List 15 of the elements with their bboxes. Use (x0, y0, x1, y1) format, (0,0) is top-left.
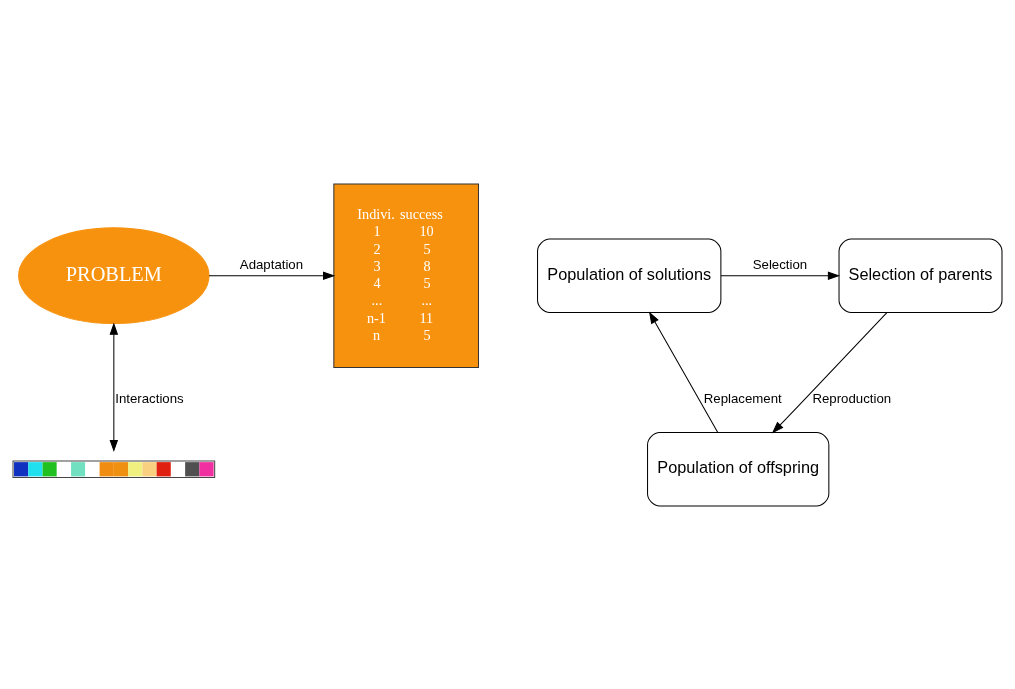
node-box: Indivi. success 1 10 2 5 3 8 4 5 ... ... n-1 11 n 5 (333, 183, 479, 368)
node-ellipse: PROBLEM (18, 226, 210, 324)
edge-label: Interactions (115, 390, 184, 406)
edge-label: Selection (752, 256, 808, 272)
node-box: Population of offspring (647, 431, 830, 506)
edge-label: Replacement (703, 390, 782, 406)
arrow (771, 311, 888, 434)
arrow (648, 310, 719, 433)
arrow (208, 270, 336, 280)
edge-label: Adaptation (239, 256, 304, 272)
edge-label: Reproduction (812, 390, 892, 406)
node-box: Selection of parents (838, 238, 1003, 313)
node-box: Population of solutions (537, 238, 722, 313)
arrow (720, 270, 841, 280)
arrow (109, 322, 119, 452)
